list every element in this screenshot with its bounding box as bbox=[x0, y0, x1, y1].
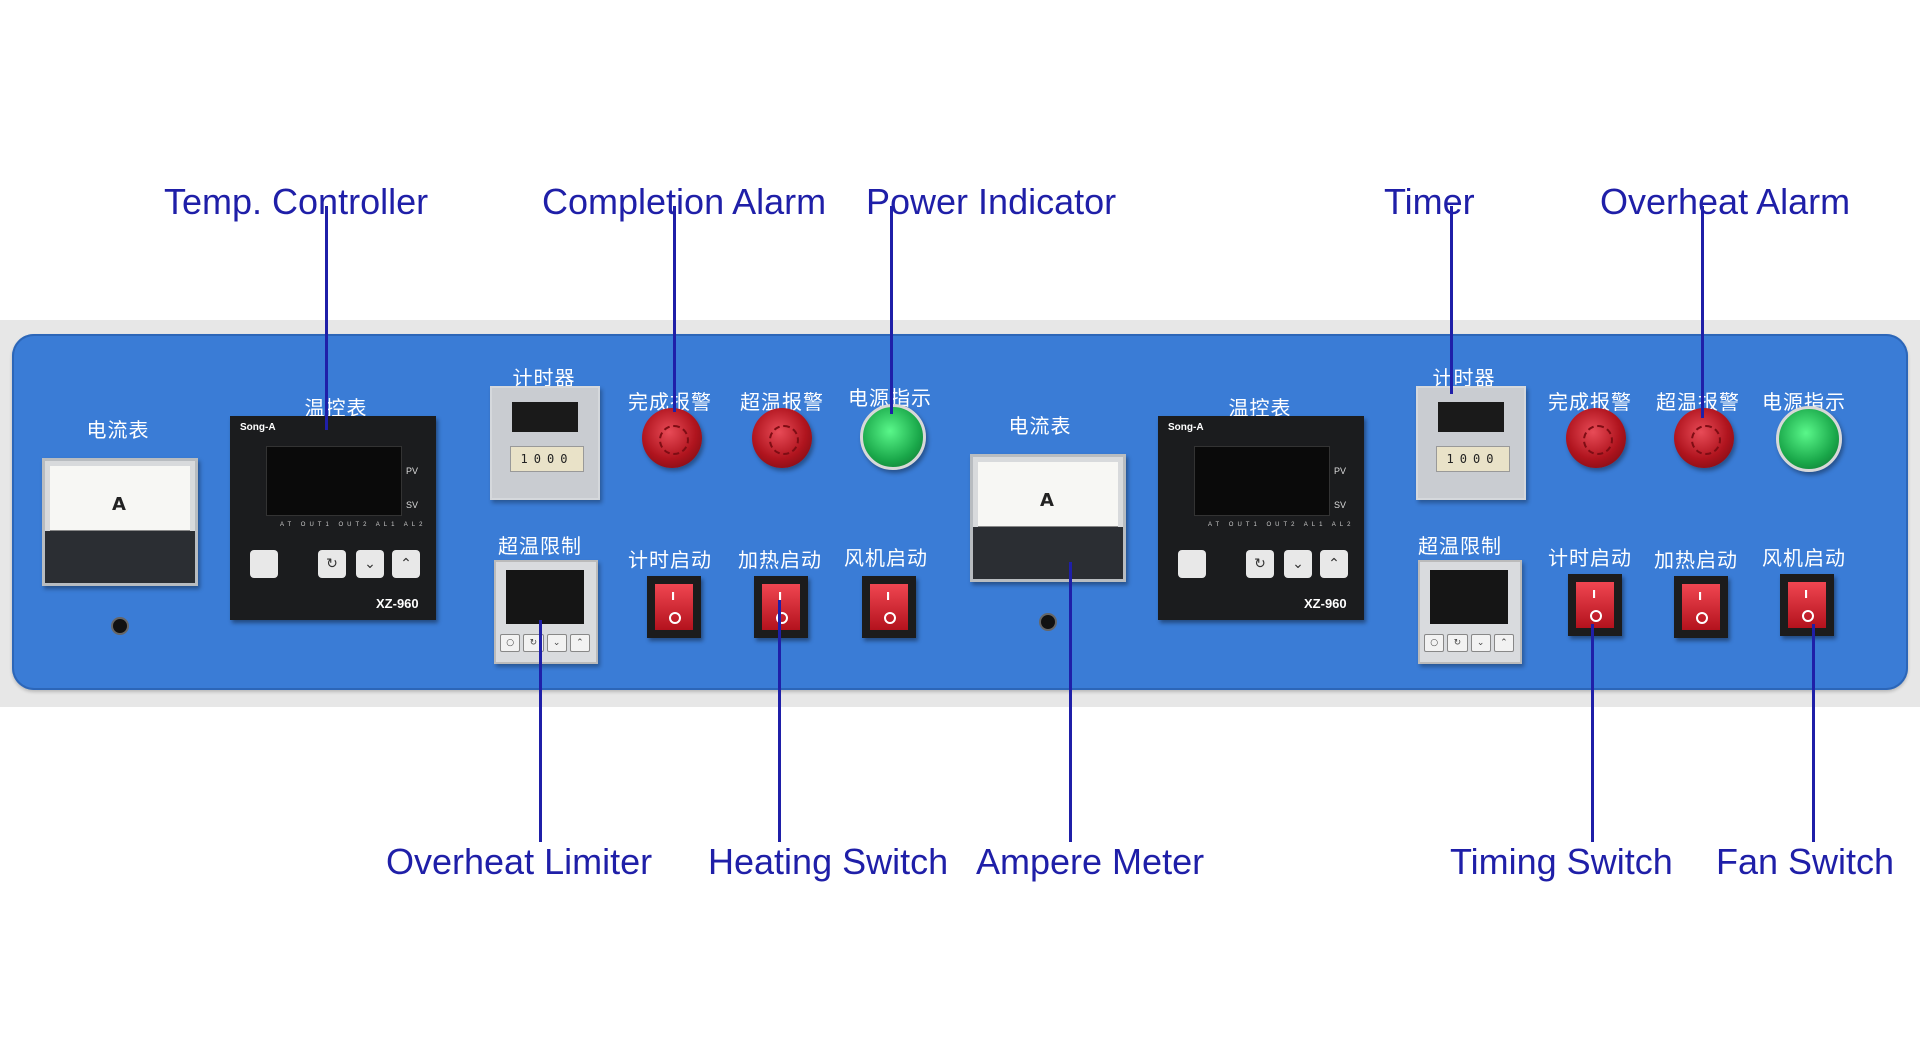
tc-down-button[interactable]: ⌄ bbox=[356, 550, 384, 578]
power-indicator-1 bbox=[860, 404, 926, 470]
fan-switch-2[interactable] bbox=[1780, 574, 1834, 636]
callout-overheat-limiter: Overheat Limiter bbox=[386, 841, 653, 882]
leader-timer bbox=[1450, 206, 1453, 394]
tc-sv: SV bbox=[1334, 500, 1347, 510]
leader-heating-switch bbox=[778, 600, 781, 842]
tc-set-button[interactable] bbox=[1178, 550, 1206, 578]
overheat-alarm-2 bbox=[1674, 408, 1734, 468]
timer-1: 1000 bbox=[490, 386, 600, 500]
callout-fan-switch: Fan Switch bbox=[1716, 841, 1895, 882]
ammeter-unit: A bbox=[112, 494, 126, 515]
temp-controller-2: Song-A PV SV AT OUT1 OUT2 AL1 AL2 ↻ ⌄ ⌃ … bbox=[1158, 416, 1364, 620]
timer-digits-2: 1000 bbox=[1436, 446, 1510, 472]
completion-alarm-1 bbox=[642, 408, 702, 468]
timer-2: 1000 bbox=[1416, 386, 1526, 500]
overheat-alarm-1 bbox=[752, 408, 812, 468]
leader-ampere-meter bbox=[1069, 562, 1072, 842]
label-heating-start-1: 加热启动 bbox=[738, 548, 822, 572]
completion-alarm-2 bbox=[1566, 408, 1626, 468]
leader-timing-switch bbox=[1591, 624, 1594, 842]
callout-heating-switch: Heating Switch bbox=[708, 841, 949, 882]
tc-set-button[interactable] bbox=[250, 550, 278, 578]
label-fan-start-2: 风机启动 bbox=[1762, 546, 1846, 570]
tc-brand: Song-A bbox=[1168, 422, 1204, 433]
timing-switch-1[interactable] bbox=[647, 576, 701, 638]
label-fan-start-1: 风机启动 bbox=[844, 546, 928, 570]
label-ammeter-2: 电流表 bbox=[1008, 414, 1072, 438]
power-indicator-2 bbox=[1776, 406, 1842, 472]
leader-temp-controller bbox=[325, 206, 328, 430]
label-overheat-limiter-2: 超温限制 bbox=[1418, 534, 1502, 558]
fan-switch-1[interactable] bbox=[862, 576, 916, 638]
label-heating-start-2: 加热启动 bbox=[1654, 548, 1738, 572]
tc-brand: Song-A bbox=[240, 422, 276, 433]
tc-up-button[interactable]: ⌃ bbox=[1320, 550, 1348, 578]
leader-completion-alarm bbox=[673, 206, 676, 412]
tc-display bbox=[266, 446, 402, 516]
tc-display bbox=[1194, 446, 1330, 516]
callout-timing-switch: Timing Switch bbox=[1450, 841, 1673, 882]
tc-pv: PV bbox=[1334, 466, 1347, 476]
tc-shift-button[interactable]: ↻ bbox=[318, 550, 346, 578]
tc-model: XZ-960 bbox=[376, 596, 419, 611]
tc-down-button[interactable]: ⌄ bbox=[1284, 550, 1312, 578]
leader-overheat-limiter bbox=[539, 620, 542, 842]
label-timing-start-2: 计时启动 bbox=[1548, 546, 1632, 570]
label-overheat-limiter-1: 超温限制 bbox=[498, 534, 582, 558]
callout-overheat-alarm: Overheat Alarm bbox=[1600, 181, 1851, 222]
ammeter-unit: A bbox=[1040, 490, 1054, 511]
tc-indicators: AT OUT1 OUT2 AL1 AL2 bbox=[1208, 522, 1355, 528]
label-ammeter-1: 电流表 bbox=[86, 418, 150, 442]
heating-switch-1[interactable] bbox=[754, 576, 808, 638]
temp-controller-1: Song-A PV SV AT OUT1 OUT2 AL1 AL2 ↻ ⌄ ⌃ … bbox=[230, 416, 436, 620]
heating-switch-2[interactable] bbox=[1674, 576, 1728, 638]
tc-up-button[interactable]: ⌃ bbox=[392, 550, 420, 578]
callout-completion-alarm: Completion Alarm bbox=[542, 181, 827, 222]
tc-model: XZ-960 bbox=[1304, 596, 1347, 611]
ammeter-2: A bbox=[970, 454, 1126, 631]
leader-power-indicator bbox=[890, 206, 893, 414]
callout-ampere-meter: Ampere Meter bbox=[976, 841, 1205, 882]
tc-pv: PV bbox=[406, 466, 419, 476]
timer-digits-1: 1000 bbox=[510, 446, 584, 472]
callout-power-indicator: Power Indicator bbox=[866, 181, 1117, 222]
tc-shift-button[interactable]: ↻ bbox=[1246, 550, 1274, 578]
callout-temp-controller: Temp. Controller bbox=[164, 181, 429, 222]
label-timing-start-1: 计时启动 bbox=[628, 548, 712, 572]
tc-sv: SV bbox=[406, 500, 419, 510]
leader-fan-switch bbox=[1812, 624, 1815, 842]
leader-overheat-alarm bbox=[1701, 206, 1704, 418]
ammeter-1: A bbox=[42, 458, 198, 635]
overheat-limiter-2: ○↻⌄⌃ bbox=[1418, 560, 1522, 664]
callout-timer: Timer bbox=[1384, 181, 1475, 222]
timing-switch-2[interactable] bbox=[1568, 574, 1622, 636]
tc-indicators: AT OUT1 OUT2 AL1 AL2 bbox=[280, 522, 427, 528]
overheat-limiter-1: ○↻⌄⌃ bbox=[494, 560, 598, 664]
